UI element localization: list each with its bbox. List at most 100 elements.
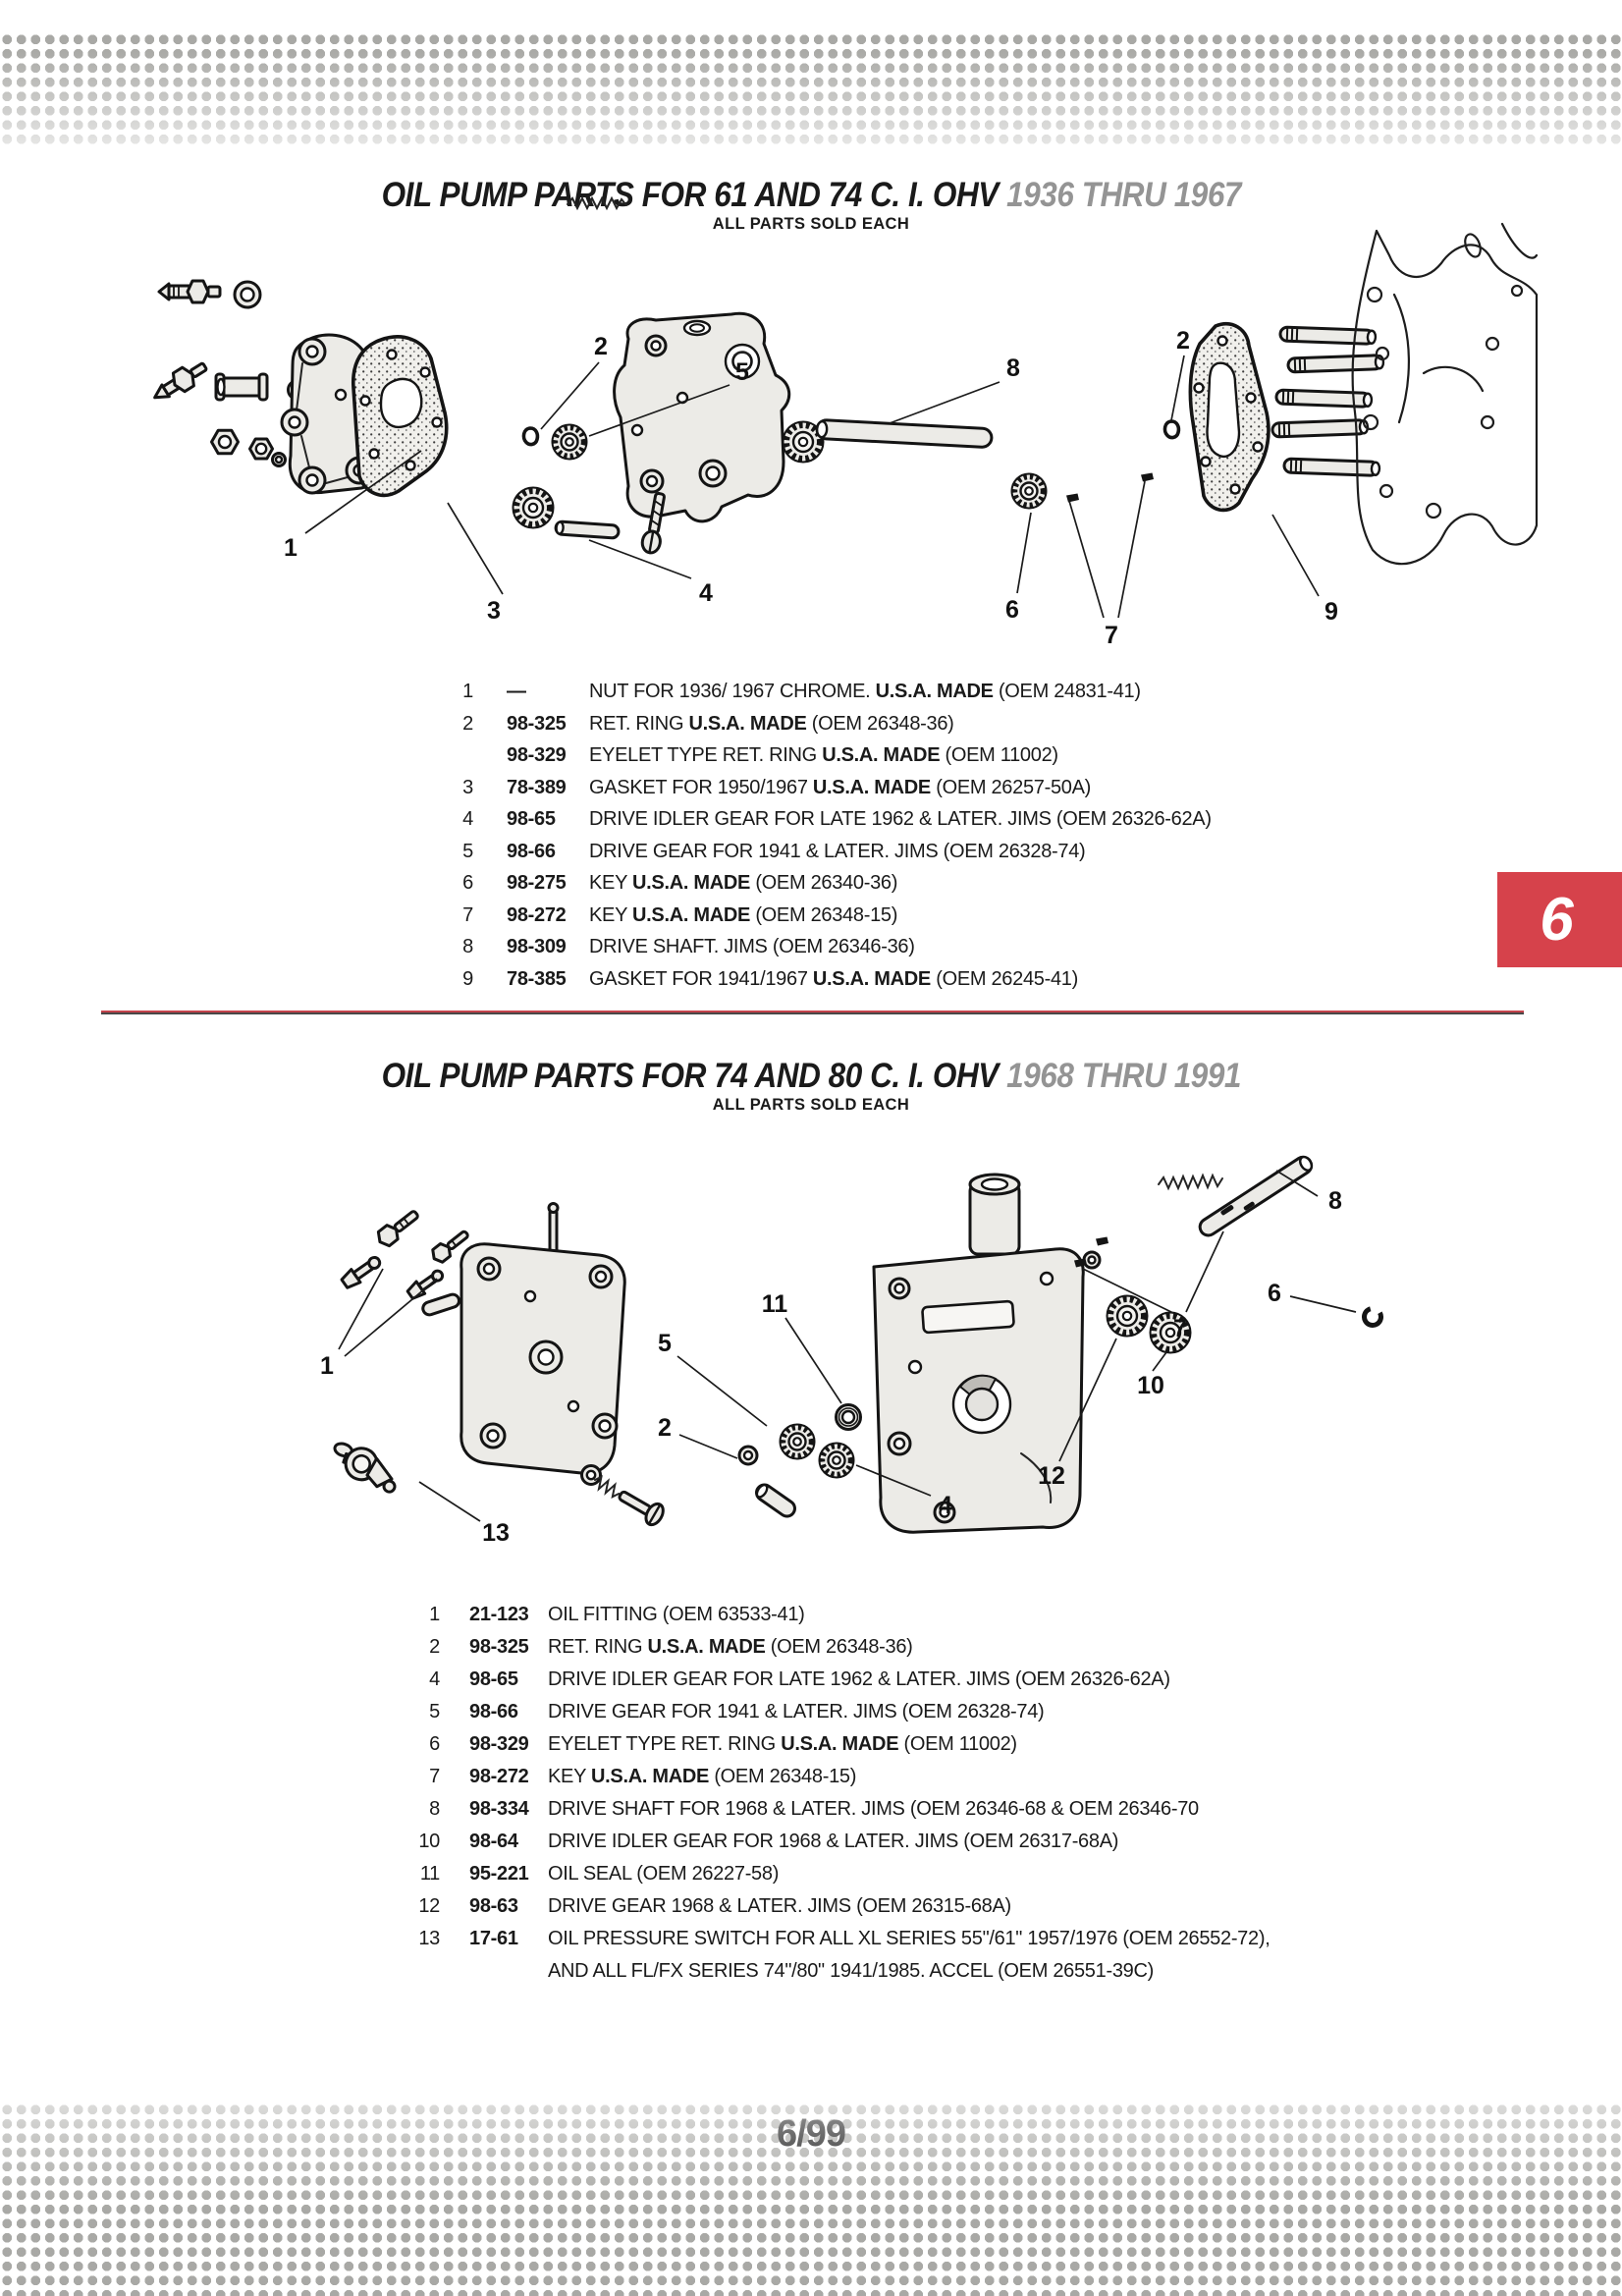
decorative-dot-band-bottom: 6/99 [0,2103,1622,2296]
mounting-stud-drawing [1274,388,1374,409]
part-number: 98-65 [507,808,556,830]
item-number: 5 [429,1701,440,1722]
part-number: 98-63 [469,1895,518,1917]
retaining-washer-drawing [737,1445,759,1466]
callout-leader-line [1058,1338,1117,1462]
item-number: 3 [462,776,473,798]
item-number: 8 [429,1798,440,1820]
gear-key-drawing [1066,493,1079,503]
callout-leader-line [855,1464,932,1497]
part-description: EYELET TYPE RET. RING U.S.A. MADE (OEM 1… [589,744,1058,766]
callout-number: 3 [487,597,501,625]
gasket-1941-1967-drawing [1188,321,1271,513]
callout-leader-line [1082,1268,1174,1314]
callout-leader-line [1068,500,1105,619]
parts-table-row: 1—NUT FOR 1936/ 1967 CHROME. U.S.A. MADE… [0,676,1276,708]
part-number: 98-275 [507,872,567,894]
part-number: 98-325 [507,712,567,735]
callout-number: 4 [699,579,713,607]
drive-shaft-drawing [815,418,994,449]
idler-gear-drawing [514,488,554,528]
chapter-tab-number: 6 [1540,886,1574,954]
relief-spring-drawing [567,195,627,211]
part-description: KEY U.S.A. MADE (OEM 26348-15) [548,1766,857,1787]
callout-leader-line [1016,512,1032,594]
part-number: 95-221 [469,1863,529,1885]
part-description: AND ALL FL/FX SERIES 74"/80" 1941/1985. … [548,1960,1154,1982]
part-description: RET. RING U.S.A. MADE (OEM 26348-36) [589,712,954,735]
callout-leader-line [418,1481,481,1522]
decorative-dot-band-top [0,32,1622,144]
parts-table-row: 5 98-66 DRIVE GEAR FOR 1941 & LATER. JIMS … [0,836,1276,868]
section2-title-text: OIL PUMP PARTS FOR 74 AND 80 C. I. OHV [381,1057,999,1095]
spool-bushing-drawing [214,372,269,402]
section1-title-text: OIL PUMP PARTS FOR 61 AND 74 C. I. OHV [381,176,999,214]
item-number: 9 [462,967,473,990]
oil-pump-body-drawing [872,1173,1085,1534]
part-number: 98-325 [469,1636,529,1658]
mounting-stud-drawing [1278,325,1378,346]
mounting-stud-drawing [1282,457,1381,477]
part-number: 98-66 [469,1701,518,1722]
callout-number: 1 [284,534,297,562]
thrust-washer-drawing [1082,1250,1102,1270]
callout-number: 5 [735,358,749,386]
part-description: OIL FITTING (OEM 63533-41) [548,1604,805,1625]
mounting-screw-drawing [376,1210,419,1248]
shaft-key-drawing [1096,1236,1108,1246]
item-number: 6 [429,1733,440,1755]
part-description: DRIVE SHAFT. JIMS (OEM 26346-36) [589,936,915,957]
part-description: RET. RING U.S.A. MADE (OEM 26348-36) [548,1636,913,1658]
part-number: 98-64 [469,1831,518,1852]
part-number: 98-66 [507,840,556,862]
item-number: 4 [429,1668,440,1690]
item-number: 1 [429,1604,440,1625]
callout-number: 5 [658,1330,672,1357]
hex-nut-a-drawing [210,428,240,456]
item-number: 4 [462,808,473,830]
washer-ring-drawing [233,280,262,309]
small-nut-drawing [271,452,287,467]
item-number: 7 [462,903,473,926]
callout-leader-line [889,381,1000,424]
parts-table-row: AND ALL FL/FX SERIES 74"/80" 1941/1985. … [0,1955,1325,1988]
callout-number: 8 [1006,355,1020,382]
chapter-tab[interactable]: 6 [1497,872,1622,967]
part-description: KEY U.S.A. MADE (OEM 26348-15) [589,903,898,926]
item-number: 13 [418,1928,440,1949]
section2-subtitle: ALL PARTS SOLD EACH [712,1096,910,1114]
part-number: 98-329 [469,1733,529,1755]
section1-title-years: 1936 THRU 1967 [1005,176,1241,214]
part-description: DRIVE IDLER GEAR FOR 1968 & LATER. JIMS … [548,1831,1119,1852]
item-number: 12 [418,1895,440,1917]
hex-nut-b-drawing [248,437,274,461]
item-number: 5 [462,840,473,862]
eyelet-ret-ring-drawing [1362,1306,1383,1328]
callout-number: 1 [320,1352,334,1380]
valve-washer-drawing [580,1464,602,1486]
part-number: 98-65 [469,1668,518,1690]
callout-number: 9 [1325,598,1338,626]
oil-pump-body-drawing [613,311,791,523]
part-number: 21-123 [469,1604,529,1625]
callout-number: 4 [939,1492,952,1519]
drive-shaft-drawing [1198,1155,1314,1237]
part-description: DRIVE GEAR FOR 1941 & LATER. JIMS (OEM 2… [589,840,1086,862]
valve-spring-screw-drawing [594,1475,665,1527]
item-number: 6 [462,872,473,894]
